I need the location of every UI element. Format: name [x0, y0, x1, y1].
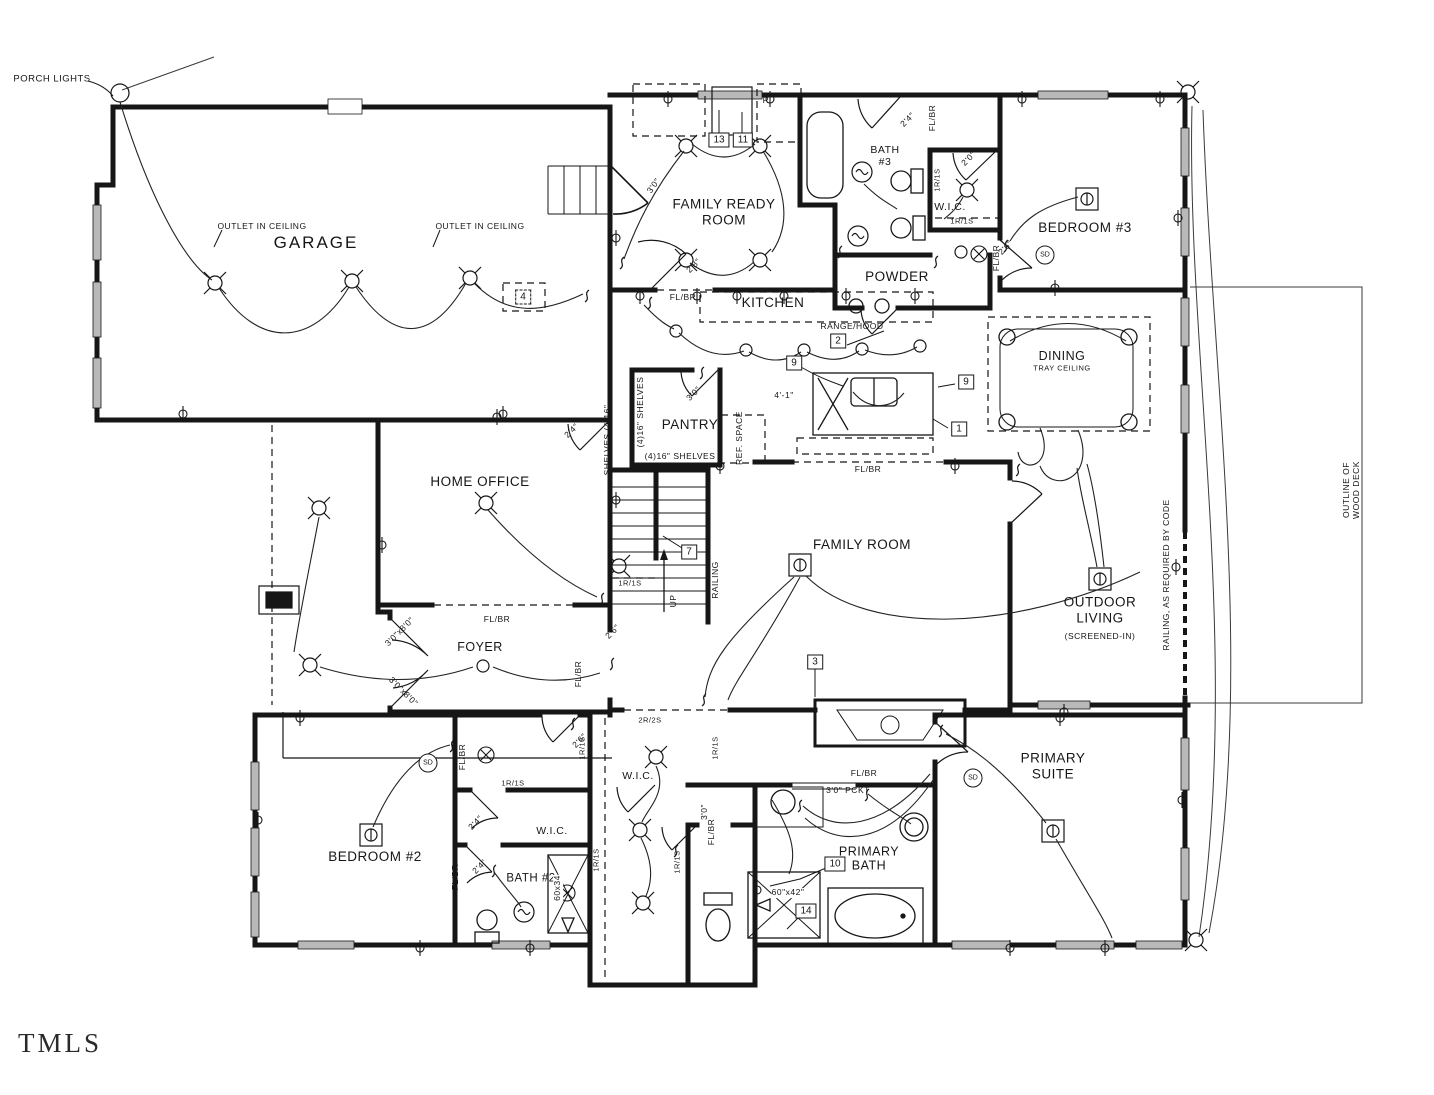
room-label-bedroom3: BEDROOM #3: [1038, 220, 1132, 236]
room-label-family-room: FAMILY ROOM: [812, 537, 912, 553]
smoke-detector-label: SD: [418, 753, 438, 773]
shower-primary: [747, 871, 821, 939]
flbr-label: FL/BR: [483, 614, 511, 625]
range-hood-label: RANGE/HOOD: [820, 321, 884, 332]
kitchen-island: [812, 372, 934, 436]
room-label-garage: GARAGE: [273, 233, 359, 253]
porch-lights-label: PORCH LIGHTS: [13, 73, 91, 85]
keynote-1: 1: [951, 421, 967, 437]
wood-deck-outline: [121, 56, 1363, 938]
room-label-primary-bath: PRIMARY BATH: [838, 844, 900, 873]
room-label-bedroom2: BEDROOM #2: [328, 849, 422, 865]
porch-light-icon: [110, 83, 130, 103]
rod-shelf-label: 1R/1S: [710, 736, 720, 760]
smoke-detector-label: SD: [963, 768, 983, 788]
shelves-label: SHELVES (4)16": [602, 404, 613, 476]
room-label-wic-bedroom2: W.I.C.: [536, 824, 568, 837]
dining-tray-ceiling-label: TRAY CEILING: [1033, 363, 1091, 373]
bath2-fixtures: [474, 854, 589, 944]
room-label-powder: POWDER: [865, 269, 929, 285]
exhaust-fan-icons: [477, 245, 988, 902]
keynote-10: 10: [824, 856, 846, 872]
room-label-kitchen: KITCHEN: [741, 295, 805, 311]
room-label-bath2: BATH #2: [506, 872, 556, 885]
flbr-label: FL/BR: [850, 768, 878, 779]
walls: [94, 92, 1191, 988]
keynote-9: 9: [786, 355, 802, 371]
flbr-label: FL/BR: [706, 818, 717, 846]
keynote-2: 2: [830, 333, 846, 349]
rod-shelf-label: 1R/1S: [950, 216, 974, 226]
rod-shelf-label: 1R/1S: [932, 168, 942, 192]
fireplace-media-niche: [813, 698, 967, 748]
tub-primary: [827, 887, 924, 946]
keynote-9: 9: [958, 374, 974, 390]
sink-powder: [847, 225, 869, 247]
shelves-label: (4)16" SHELVES: [635, 376, 646, 448]
rod-shelf-label: 1R/1S: [591, 848, 601, 872]
room-label-bath3: BATH #3: [870, 143, 900, 168]
bathtub-bath3: [806, 111, 844, 199]
keynote-leaders: [87, 80, 956, 930]
doors: [389, 96, 1043, 884]
flbr-label: FL/BR: [573, 660, 584, 688]
room-label-dining: DINING: [1038, 348, 1086, 363]
toilet-bath3: [890, 168, 924, 194]
cubby-r-label: R: [762, 95, 770, 106]
up-label: UP: [668, 594, 679, 608]
rod-shelf-label: 2R/2S: [638, 715, 662, 725]
deck-outline-label: OUTLINE OF WOOD DECK: [1341, 461, 1361, 519]
fixtures: [474, 111, 1138, 946]
keynote-11: 11: [732, 132, 754, 148]
room-label-pantry: PANTRY: [661, 417, 719, 433]
toilet-powder: [890, 215, 926, 241]
flbr-label: FL/BR: [854, 464, 882, 475]
stairs: [547, 165, 706, 612]
door-size-label: 3'0": [699, 803, 710, 821]
outdoor-screened-label: (SCREENED-IN): [1064, 631, 1136, 642]
keynote-4: 4: [515, 289, 531, 305]
wiring-runs: [119, 101, 1141, 939]
outlet-in-ceiling-label: OUTLET IN CEILING: [217, 221, 307, 232]
room-label-wic-bath3: W.I.C.: [934, 200, 966, 213]
flbr-label: FL/BR: [450, 863, 461, 891]
room-label-home-office: HOME OFFICE: [430, 474, 530, 490]
range: [848, 298, 890, 314]
rod-shelf-label: 1R/1S: [501, 778, 525, 788]
flbr-label: FL/BR: [927, 104, 938, 132]
vanity-primary: [754, 786, 929, 842]
flbr-label: FL/BR: [457, 743, 468, 771]
shelves-label: (4)16" SHELVES: [644, 451, 716, 462]
keynote-3: 3: [807, 654, 823, 670]
rod-shelf-label: 1R/1S: [672, 850, 682, 874]
garage-steps: [547, 165, 610, 215]
keynote-7: 7: [681, 544, 697, 560]
railing-code-label: RAILING, AS REQUIRED BY CODE: [1161, 499, 1172, 651]
keynote-14: 14: [795, 903, 817, 919]
dimension-4-1: 4'-1": [774, 390, 794, 401]
flbr-label: FL/BR: [669, 292, 697, 303]
pocket-door-label: 3'0" PCKT: [826, 785, 870, 796]
room-label-outdoor-living: OUTDOOR LIVING: [1063, 594, 1137, 625]
railing-label: RAILING: [710, 561, 721, 599]
room-label-foyer: FOYER: [457, 639, 503, 654]
room-label-wic-hall: W.I.C.: [622, 769, 654, 782]
smoke-detector-label: SD: [1035, 245, 1055, 265]
sink-bath3: [851, 161, 873, 183]
keynote-13: 13: [708, 132, 730, 148]
ref-space-label: REF. SPACE: [734, 411, 745, 465]
room-label-primary-suite: PRIMARY SUITE: [1020, 750, 1086, 781]
shower-size-label: 60x34: [552, 875, 563, 901]
toilet-wc: [703, 892, 733, 942]
rod-shelf-label: 1R/1S: [618, 578, 642, 588]
room-label-family-ready-room: FAMILY READY ROOM: [672, 196, 776, 227]
shower-size-label: 60"x42": [771, 887, 805, 898]
tray-ceiling-feature: [998, 328, 1138, 431]
outlet-in-ceiling-label: OUTLET IN CEILING: [435, 221, 525, 232]
cabinets-and-dashed-lines: [258, 83, 1187, 982]
tmls-watermark: TMLS: [18, 1028, 103, 1058]
